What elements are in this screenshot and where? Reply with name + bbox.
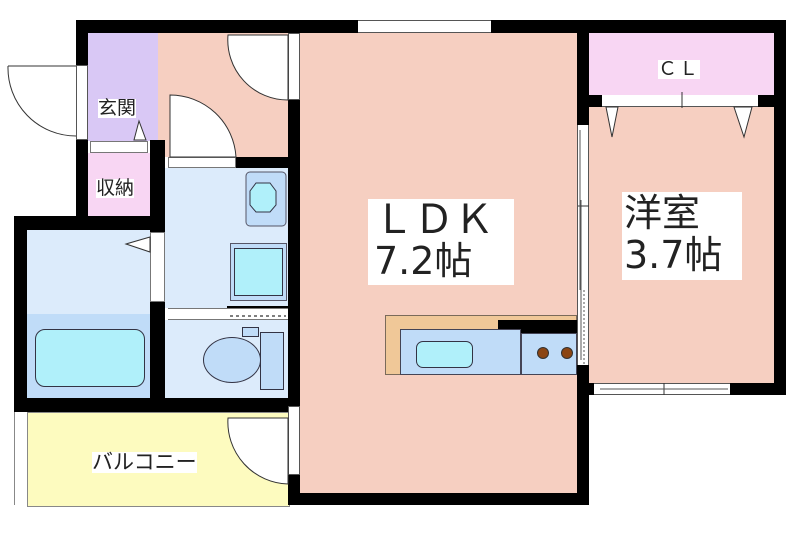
stove-burner xyxy=(561,347,573,359)
bathroom-door-opening xyxy=(150,232,165,302)
genkan-step xyxy=(90,141,148,153)
western-room-size: 3.7帖 xyxy=(624,233,723,277)
genkan-label: 玄関 xyxy=(98,97,137,119)
closet-label: ＣＬ xyxy=(658,58,701,80)
toilet-bowl xyxy=(203,337,261,383)
wall xyxy=(150,140,165,232)
balcony-label: バルコニー xyxy=(92,450,197,474)
wall xyxy=(774,20,786,395)
ldk-label: ＬＤＫ 7.2帖 xyxy=(368,199,514,285)
kitchen-sink xyxy=(416,341,473,368)
wall xyxy=(236,157,300,168)
washing-machine-drum xyxy=(234,248,283,296)
storage-label: 収納 xyxy=(96,177,135,199)
ldk-size: 7.2帖 xyxy=(374,239,473,283)
wall xyxy=(730,383,786,395)
wall xyxy=(14,216,164,230)
western-room-label: 洋室 3.7帖 xyxy=(622,192,742,280)
balcony-gap xyxy=(14,412,27,505)
wall xyxy=(577,365,589,505)
wall xyxy=(150,302,165,412)
wall xyxy=(14,216,27,412)
genkan-room xyxy=(88,33,158,141)
closet-doors xyxy=(602,95,758,107)
wall xyxy=(577,383,594,395)
toilet-sliding-door xyxy=(168,308,288,320)
wall xyxy=(288,493,589,505)
western-room-name: 洋室 xyxy=(624,191,701,235)
window-top-ldk xyxy=(358,20,491,33)
wall xyxy=(577,95,602,107)
stove-burner xyxy=(537,347,549,359)
entrance-door-opening xyxy=(76,65,88,140)
toilet-tank xyxy=(260,332,284,390)
wall xyxy=(288,100,300,406)
wall xyxy=(76,140,88,218)
wall xyxy=(758,95,786,107)
toilet-tank-top xyxy=(242,327,259,337)
wall xyxy=(76,20,88,65)
bathtub xyxy=(35,329,145,387)
wall xyxy=(576,20,786,33)
ldk-name: ＬＤＫ xyxy=(374,197,494,243)
